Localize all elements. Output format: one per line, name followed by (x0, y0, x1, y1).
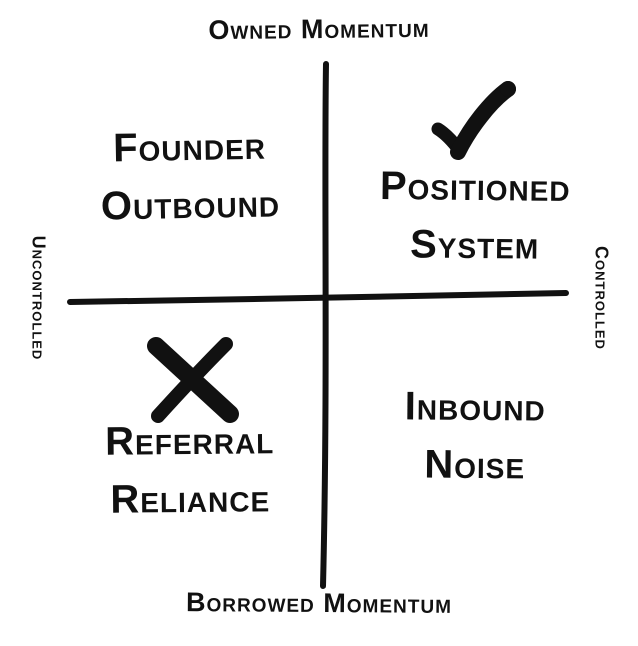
quadrant-inbound-noise: Inbound Noise (339, 377, 610, 495)
quadrant-label-line: Reliance (110, 476, 271, 522)
quadrant-label-line: Outbound (100, 181, 281, 229)
quadrant-positioned-system: Positioned System (339, 157, 610, 276)
quadrant-founder-outbound: Founder Outbound (54, 116, 326, 237)
quadrant-label-line: Noise (424, 442, 526, 488)
x-mark-icon (147, 337, 239, 423)
quadrant-label-line: Inbound (404, 384, 546, 430)
quadrant-label-line: Founder (112, 123, 267, 171)
axis-label-borrowed-momentum: Borrowed Momentum (185, 587, 453, 619)
quadrant-label-line: System (409, 222, 540, 268)
axis-label-uncontrolled: Uncontrolled (28, 235, 49, 361)
quadrant-label-line: Referral (104, 418, 275, 464)
quadrant-referral-reliance: Referral Reliance (54, 411, 325, 529)
horizontal-axis-line (67, 290, 569, 305)
checkmark-icon (431, 81, 516, 160)
quadrant-label-line: Positioned (379, 164, 571, 210)
